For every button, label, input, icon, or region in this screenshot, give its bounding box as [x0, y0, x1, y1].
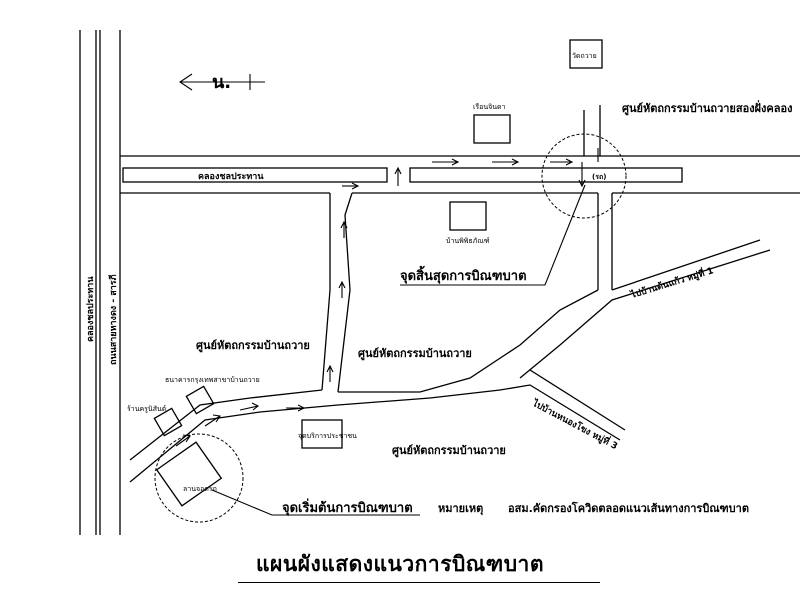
- note-prefix: หมายเหตุ: [438, 502, 483, 516]
- canal-left-label: คลองชลประทาน: [85, 276, 96, 342]
- north-arrow: น.: [179, 72, 265, 93]
- bridge-sign: (รถ): [592, 173, 606, 181]
- note-text: อสม.คัดกรองโควิดตลอดแนวเส้นทางการบิณฑบาต: [508, 501, 749, 515]
- ruean-chindha-building: [473, 114, 511, 144]
- parking-building: [155, 441, 223, 507]
- service-point-building: [301, 419, 343, 449]
- left-road: [79, 30, 121, 535]
- center-mid-label: ศูนย์หัตถกรรมบ้านถวาย: [358, 347, 472, 361]
- ruean-chindha-label: เรือนจินดา: [473, 103, 506, 111]
- center-left-label: ศูนย์หัตถกรรมบ้านถวาย: [196, 339, 310, 353]
- north-label: น.: [212, 72, 231, 93]
- parking-label: ลานจอดรถ: [183, 485, 217, 493]
- canal-top-label: คลองชลประทาน: [198, 171, 264, 182]
- wat-thawai-label: วัดถวาย: [572, 52, 597, 60]
- start-point-label: จุดเริ่มต้นการบิณฑบาต: [282, 498, 413, 516]
- title-underline: [238, 582, 600, 583]
- left-road-label: ถนนสายหางดง - สารภี: [108, 274, 119, 365]
- buildings: วัดถวาย เรือนจินดา บ้านพิพิธภัณฑ์ ธนาคาร…: [127, 39, 603, 507]
- shop-label: ร้านครูนิสันต์: [127, 405, 167, 413]
- ban-phiphitthaphan-label: บ้านพิพิธภัณฑ์: [446, 237, 490, 245]
- bank-label: ธนาคารกรุงเทพสาขาบ้านถวาย: [165, 376, 260, 384]
- center-top-right-label: ศูนย์หัตถกรรมบ้านถวายสองฝั่งคลอง: [622, 100, 792, 116]
- bank-building: [185, 385, 215, 415]
- page-title: แผนผังแสดงแนวการบิณฑบาต: [256, 552, 544, 576]
- wat-thawai-building: [569, 39, 603, 69]
- end-point-label: จุดสิ้นสุดการบิณฑบาต: [400, 265, 527, 284]
- end-point-leader: [400, 184, 586, 286]
- end-point-circle: [541, 133, 627, 219]
- start-point-leader: [211, 489, 420, 516]
- route-arrows: [175, 148, 599, 447]
- service-point-label: จุดบริการประชาชน: [298, 432, 357, 440]
- temple-road: [583, 105, 613, 290]
- shop-building: [153, 407, 183, 437]
- to-mu3-label: ไปบ้านหนองโขง หมู่ที่ 3: [530, 396, 621, 452]
- ban-phiphitthaphan-building: [449, 201, 487, 231]
- canal: [122, 167, 683, 183]
- to-mu1-label: ไปบ้านต้นแก้ว หมู่ที่ 1: [628, 263, 715, 301]
- start-point-circle: [154, 433, 244, 523]
- center-bottom-label: ศูนย์หัตถกรรมบ้านถวาย: [392, 444, 506, 458]
- middle-road: [321, 192, 353, 393]
- top-road: [120, 155, 800, 194]
